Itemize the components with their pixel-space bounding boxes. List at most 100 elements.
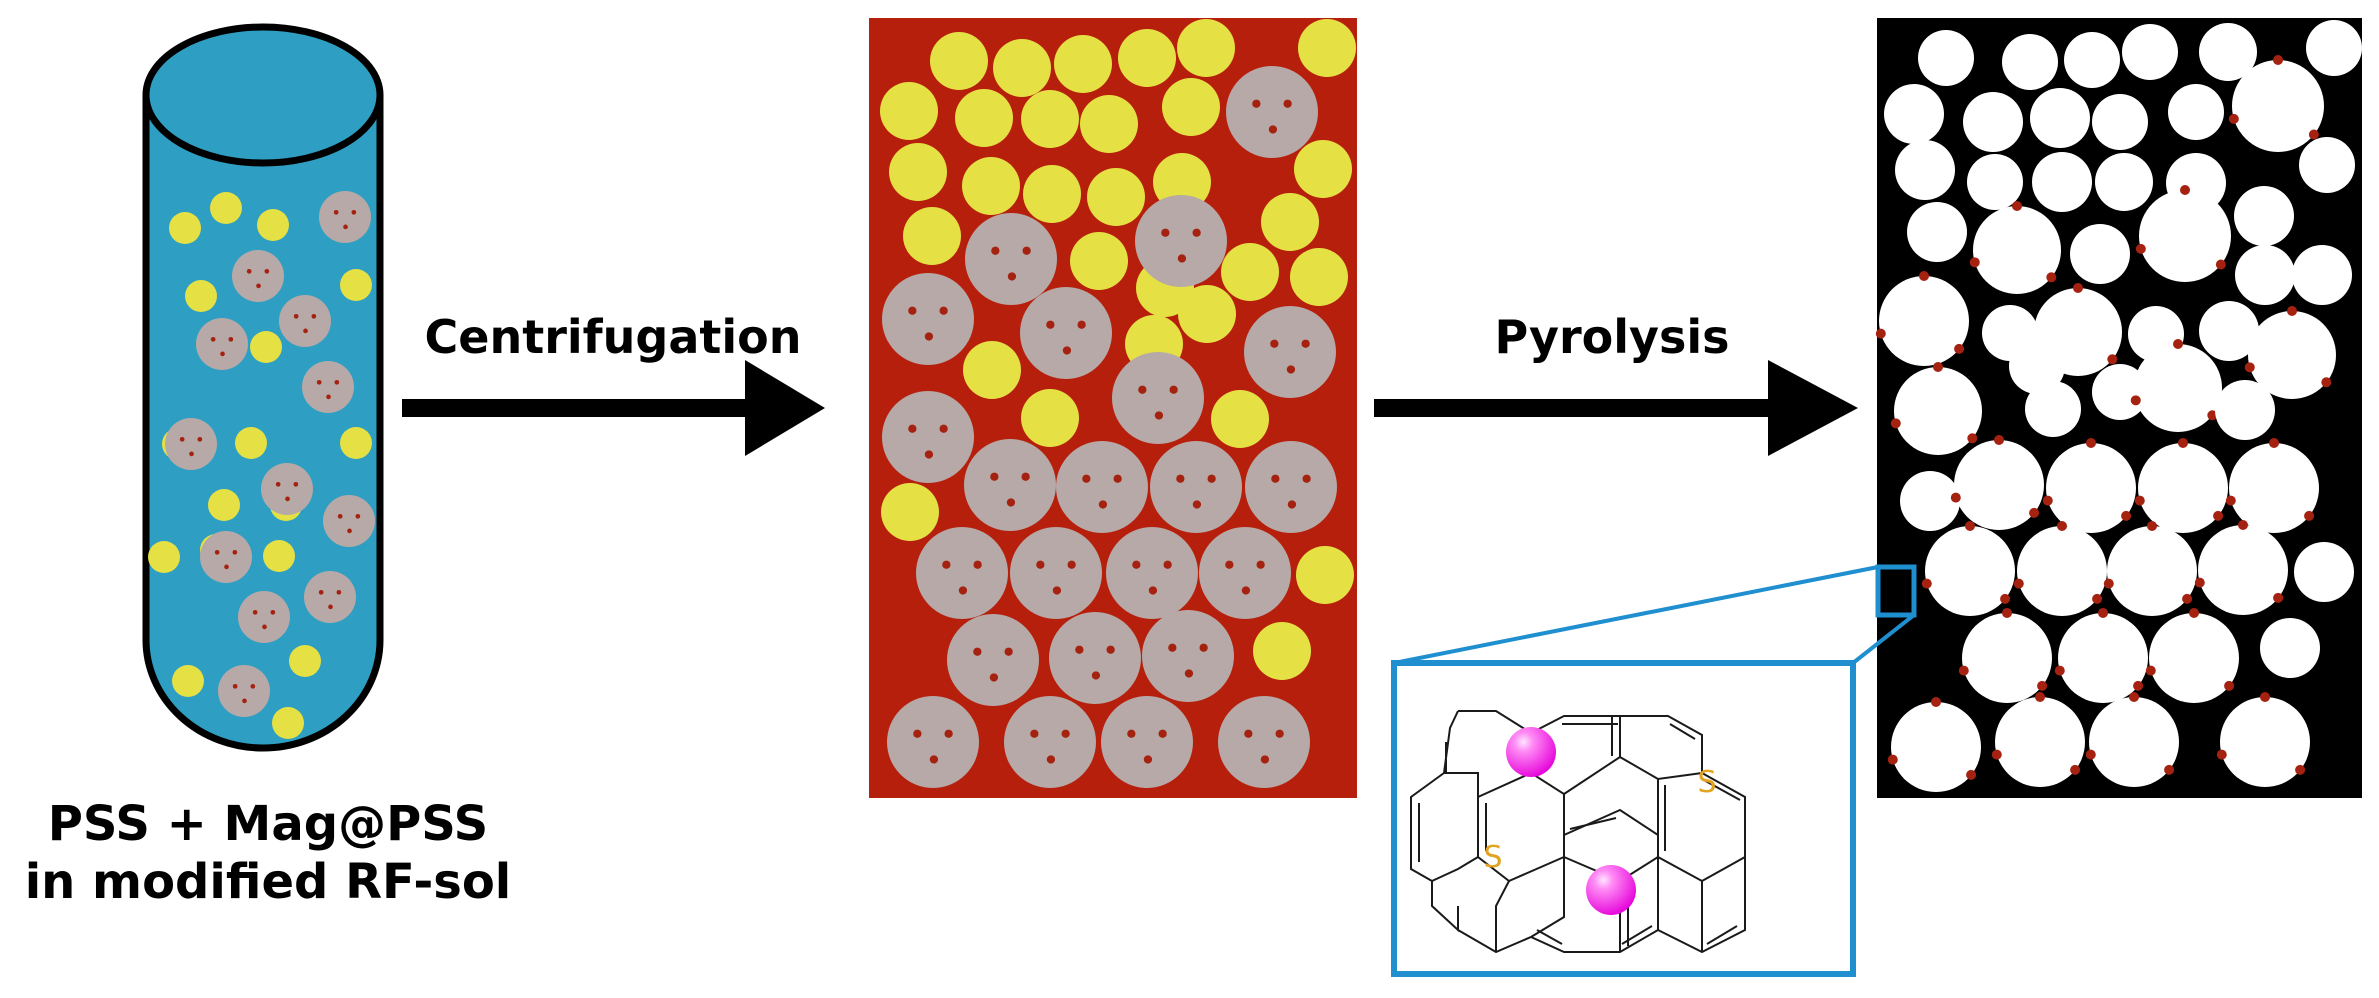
magnetic-nanoparticle <box>1302 474 1311 483</box>
magnetic-nanoparticle <box>333 209 339 215</box>
mag-pss-sphere <box>1004 696 1096 788</box>
mag-pss-sphere <box>218 665 270 717</box>
magnetic-nanoparticle <box>1252 99 1261 108</box>
residual-particle <box>2000 593 2011 604</box>
magnetic-nanoparticle <box>1067 560 1076 569</box>
magnetic-nanoparticle <box>1286 365 1296 374</box>
residual-particle <box>1919 271 1929 281</box>
residual-particle <box>2135 243 2146 254</box>
pss-sphere <box>250 331 282 363</box>
mag-pss-sphere <box>304 571 356 623</box>
pore <box>2260 618 2320 678</box>
pss-sphere <box>1294 140 1352 198</box>
pore <box>1895 140 1955 200</box>
mag-pss-sphere <box>882 391 974 483</box>
pss-sphere <box>289 645 321 677</box>
residual-particle <box>2273 55 2283 65</box>
residual-particle <box>2013 578 2024 589</box>
magnetic-nanoparticle <box>1207 474 1216 483</box>
pss-sphere <box>148 541 180 573</box>
residual-particle <box>2130 395 2141 406</box>
residual-particle <box>2225 495 2236 506</box>
pore <box>1918 30 1974 86</box>
pore <box>2095 153 2153 211</box>
residual-particle <box>2085 749 2096 760</box>
magnetic-nanoparticle <box>989 673 999 682</box>
mag-pss-sphere <box>319 191 371 243</box>
pore <box>2199 301 2259 361</box>
centrifugation-label: Centrifugation <box>425 310 802 364</box>
magnetic-nanoparticle <box>942 560 951 569</box>
pss-sphere <box>272 707 304 739</box>
magnetic-nanoparticle <box>908 306 917 315</box>
pss-sphere <box>930 32 988 90</box>
pore <box>2232 60 2324 152</box>
pss-sphere <box>1021 389 1079 447</box>
residual-particle <box>2178 438 2188 448</box>
magnetic-nanoparticle <box>1161 228 1170 237</box>
pss-sphere <box>169 212 201 244</box>
residual-particle <box>2194 577 2205 588</box>
tube-label-line1: PSS + Mag@PSS <box>48 796 488 852</box>
magnetic-nanoparticle <box>1256 560 1265 569</box>
residual-particle <box>1965 521 1975 531</box>
residual-particle <box>2173 339 2183 349</box>
pore <box>2306 20 2362 76</box>
residual-particle <box>2035 692 2045 702</box>
mag-pss-sphere <box>302 361 354 413</box>
mag-pss-sphere <box>1245 441 1337 533</box>
residual-particle <box>2182 593 2193 604</box>
sulfur-atom-a: S <box>1697 765 1716 800</box>
mag-pss-sphere <box>882 273 974 365</box>
pore <box>1963 92 2023 152</box>
magnetic-nanoparticle <box>924 332 934 341</box>
magnetic-nanoparticle <box>1077 320 1086 329</box>
pore <box>2058 613 2148 703</box>
residual-particle <box>1933 362 1943 372</box>
magnetic-nanoparticle <box>328 604 333 610</box>
magnetic-nanoparticle <box>275 481 281 487</box>
pore <box>2299 137 2355 193</box>
pss-sphere <box>1021 90 1079 148</box>
magnetic-nanoparticle <box>250 683 256 689</box>
mag-pss-sphere <box>947 614 1039 706</box>
magnetic-nanoparticle <box>336 589 342 595</box>
magnetic-nanoparticle <box>1154 411 1164 420</box>
magnetic-nanoparticle <box>246 268 252 274</box>
residual-particle <box>2244 362 2255 373</box>
pss-sphere <box>1211 390 1269 448</box>
magnetic-nanoparticle <box>228 336 234 342</box>
magnetic-nanoparticle <box>1021 472 1030 481</box>
molecular-structure-icon <box>1410 710 1746 954</box>
magnetic-nanoparticle <box>1169 385 1178 394</box>
residual-particle <box>2129 692 2139 702</box>
pore <box>1925 526 2015 616</box>
pore <box>2002 34 2058 90</box>
pss-sphere <box>1080 95 1138 153</box>
pore <box>2199 23 2257 81</box>
magnetic-nanoparticle <box>318 589 324 595</box>
magnetic-nanoparticle <box>1199 643 1208 652</box>
pss-sphere <box>263 540 295 572</box>
pore <box>2294 542 2354 602</box>
magnetic-nanoparticle <box>958 586 968 595</box>
gel-particles <box>880 19 1356 788</box>
mag-pss-sphere <box>887 696 979 788</box>
residual-particle <box>2180 185 2190 195</box>
magnetic-nanoparticle <box>1127 729 1136 738</box>
mag-pss-sphere <box>1056 441 1148 533</box>
residual-particle <box>1958 665 1969 676</box>
pore <box>1954 440 2044 530</box>
magnetic-nanoparticle <box>1132 560 1141 569</box>
magnetic-nanoparticle <box>1061 729 1070 738</box>
pore <box>2138 443 2228 533</box>
pore <box>1995 697 2085 787</box>
residual-particle <box>1887 754 1898 765</box>
pss-sphere <box>993 39 1051 97</box>
magnetic-nanoparticle <box>1106 645 1115 654</box>
mag-pss-sphere <box>1150 441 1242 533</box>
magnetic-nanoparticle <box>262 624 267 630</box>
pore <box>2139 190 2231 282</box>
residual-particle <box>1969 257 1980 268</box>
mag-pss-sphere <box>1101 696 1193 788</box>
